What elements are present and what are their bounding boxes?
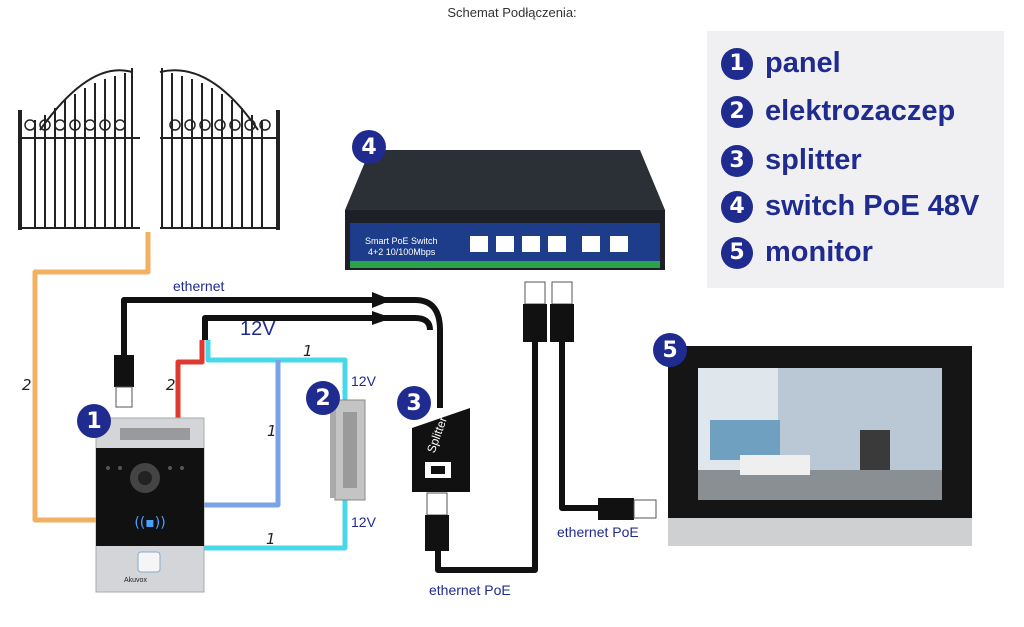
- panel-brand-label: Akuvox: [124, 577, 147, 584]
- legend-badge: 2: [721, 95, 753, 128]
- legend-badge: 4: [721, 190, 753, 223]
- rj45-connectors: [114, 281, 657, 551]
- svg-text:((▪)): ((▪)): [134, 515, 165, 531]
- voltage-label-top: 12V: [240, 318, 276, 340]
- legend-label: switch PoE 48V: [765, 190, 980, 222]
- badge-monitor: 5: [653, 333, 687, 367]
- door-panel-device: ((▪)): [95, 417, 205, 593]
- ethernet-poe-label-splitter: ethernet PoE: [429, 582, 511, 598]
- legend-badge: 3: [721, 144, 753, 177]
- wires: [32, 232, 600, 573]
- legend-label: elektrozaczep: [765, 95, 956, 127]
- wire-count-blue: 1: [267, 422, 277, 440]
- legend-label: monitor: [765, 236, 873, 268]
- cyan-wire-bottom: [204, 500, 348, 551]
- legend-badge: 5: [721, 236, 753, 269]
- legend-label: panel: [765, 47, 841, 79]
- voltage-label-lock-bottom: 12V: [351, 514, 376, 530]
- red-wire: [175, 340, 205, 418]
- legend-label: splitter: [765, 144, 862, 176]
- blue-wire: [204, 360, 281, 508]
- wire-count-cyan-top: 1: [303, 342, 313, 360]
- legend-panel: 1 panel 2 elektrozaczep 3 splitter 4 swi…: [707, 31, 1004, 288]
- diagram-title: Schemat Podłączenia:: [447, 5, 577, 20]
- ethernet-poe-label-monitor: ethernet PoE: [557, 524, 639, 540]
- gate-illustration: [18, 68, 280, 230]
- wire-count-orange: 2: [22, 376, 32, 394]
- poe-wire-monitor: [559, 340, 600, 511]
- legend-item-splitter: 3 splitter: [721, 144, 862, 177]
- badge-panel: 1: [77, 404, 111, 438]
- dc-wire: [202, 315, 433, 340]
- ethernet-wire: [121, 297, 443, 408]
- electric-strike-device: [330, 399, 366, 501]
- arrow-head: [372, 292, 392, 308]
- legend-item-panel: 1 panel: [721, 47, 841, 80]
- legend-item-monitor: 5 monitor: [721, 236, 873, 269]
- badge-lock: 2: [306, 381, 340, 415]
- badge-splitter: 3: [397, 386, 431, 420]
- legend-badge: 1: [721, 47, 753, 80]
- wire-count-red: 2: [166, 376, 176, 394]
- splitter-device: [412, 408, 470, 492]
- legend-item-lock: 2 elektrozaczep: [721, 95, 955, 128]
- legend-item-switch: 4 switch PoE 48V: [721, 190, 979, 223]
- switch-label-line1: Smart PoE Switch: [365, 236, 438, 246]
- orange-wire: [32, 232, 151, 523]
- monitor-device: [668, 346, 972, 546]
- arrow-head-2: [372, 311, 392, 325]
- switch-label-line2: 4+2 10/100Mbps: [368, 247, 436, 257]
- poe-wire-splitter: [435, 340, 538, 573]
- poe-switch-device: [345, 150, 665, 270]
- badge-switch: 4: [352, 130, 386, 164]
- ethernet-label: ethernet: [173, 278, 225, 294]
- wire-count-cyan-bottom: 1: [266, 530, 276, 548]
- voltage-label-lock-top: 12V: [351, 373, 376, 389]
